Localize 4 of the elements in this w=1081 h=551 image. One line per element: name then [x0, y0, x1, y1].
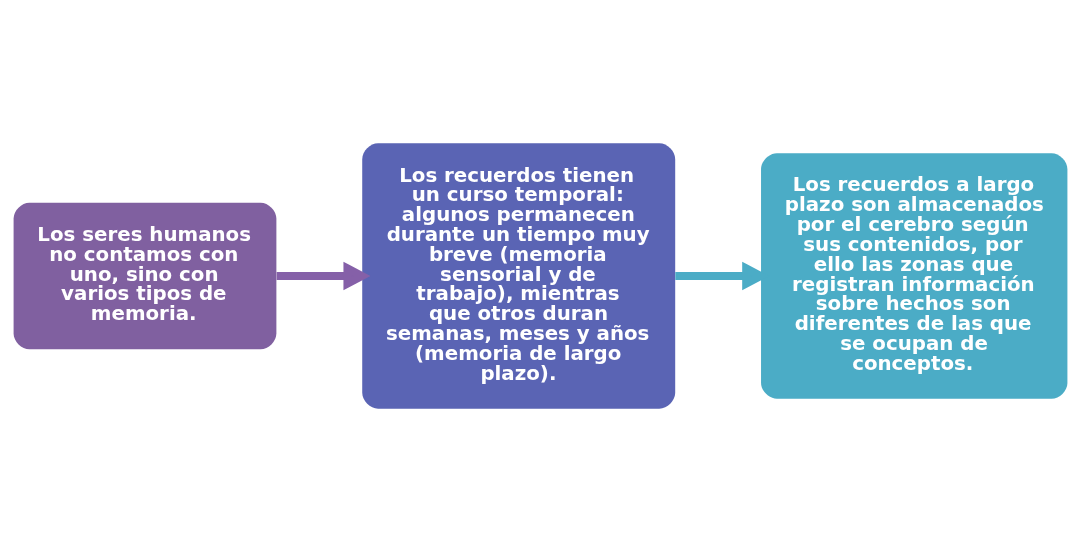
arrow — [276, 261, 371, 290]
node-box: Los recuerdos a largo plazo son almacenados por el cerebro según sus contenidos, por ello las zonas que registran información sobre hechos son diferentes de las que se ocupan de conceptos. — [761, 152, 1068, 399]
node-box: Los recuerdos tienen un curso temporal: algunos permanecen durante un tiempo muy breve (memoria sensorial y de trabajo), mientras que otros duran semanas, meses y años (memoria de largo plazo). — [362, 142, 676, 409]
node-box: Los seres humanos no contamos con uno, sino con varios tipos de memoria. — [13, 202, 277, 349]
